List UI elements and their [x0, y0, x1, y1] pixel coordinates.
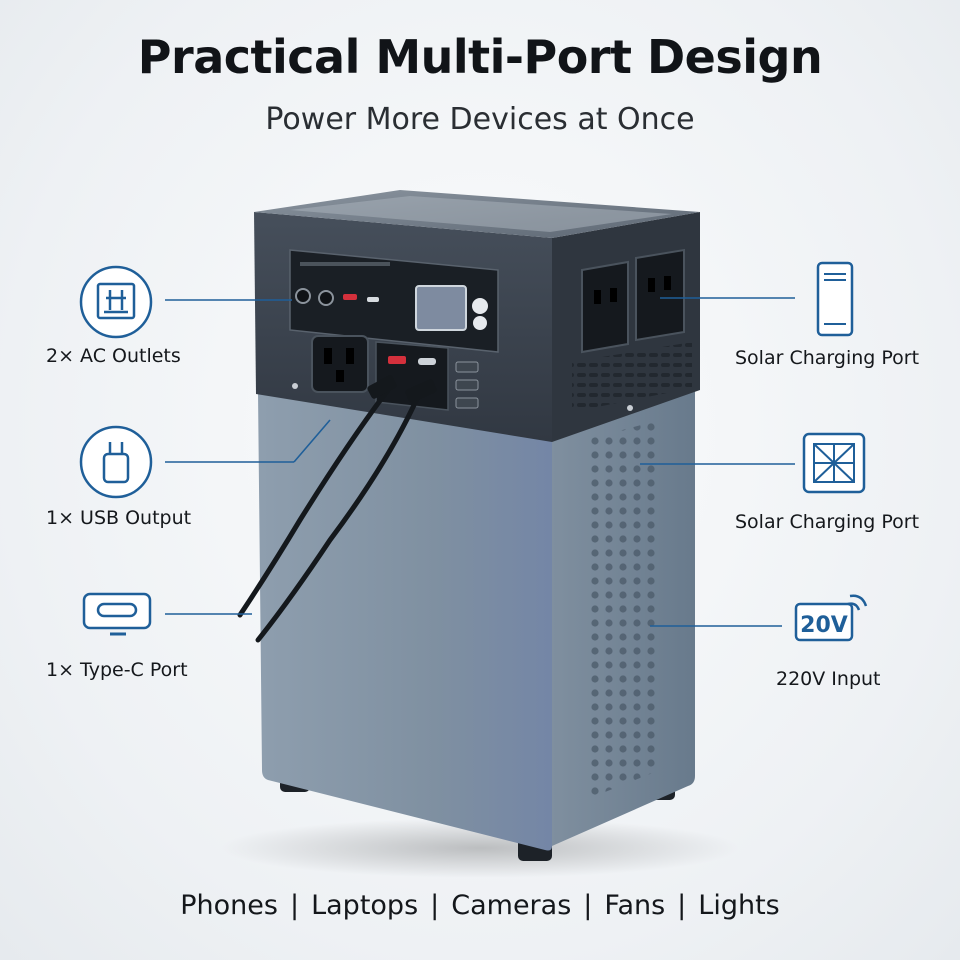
- device-laptops: Laptops: [311, 890, 419, 921]
- page-title: Practical Multi-Port Design: [137, 30, 823, 84]
- voltage-icon-text: 20V: [800, 613, 848, 638]
- feature-label-type-c: 1× Type-C Port: [46, 659, 188, 681]
- device-list: Phones | Laptops | Cameras | Fans | Lights: [0, 890, 960, 921]
- cable-usb: [237, 387, 391, 618]
- device-lights: Lights: [698, 890, 780, 921]
- side-ac-outlet-1[interactable]: [581, 260, 629, 354]
- screw: [292, 383, 298, 389]
- mode-button[interactable]: [473, 316, 487, 330]
- feature-label-220v-input: 220V Input: [776, 668, 881, 690]
- solar-panel-icon: [802, 432, 866, 494]
- front-ac-outlet[interactable]: [311, 335, 369, 393]
- side-grille: [572, 342, 692, 412]
- phone-panel-icon: [816, 261, 854, 337]
- side-ac-outlet-2[interactable]: [635, 248, 685, 342]
- separator: |: [583, 890, 593, 921]
- side-outlet-slot: [664, 276, 671, 290]
- device-fans: Fans: [604, 890, 666, 921]
- outlet-slot-left: [324, 348, 332, 364]
- usb-a-red-front[interactable]: [388, 356, 406, 364]
- feature-label-solar-1: Solar Charging Port: [735, 347, 920, 369]
- side-vent: [585, 420, 660, 800]
- outlet-slot-right: [346, 348, 354, 364]
- lcd-screen: [415, 285, 467, 331]
- dc-port-1[interactable]: [295, 288, 311, 304]
- device-cameras: Cameras: [451, 890, 572, 921]
- separator: |: [677, 890, 687, 921]
- usb-a-right-2[interactable]: [455, 379, 479, 391]
- power-button[interactable]: [472, 298, 488, 314]
- callout-lines: [165, 297, 795, 627]
- outlet-ground: [336, 370, 344, 382]
- voltage-220v-icon: 20V: [794, 594, 868, 642]
- type-c-icon: [82, 592, 152, 636]
- dc-port-2[interactable]: [318, 290, 334, 306]
- plug-type-c: [405, 379, 437, 403]
- screw-side: [627, 405, 633, 411]
- usb-plug-icon: [79, 425, 153, 499]
- plug-usb: [367, 375, 397, 399]
- side-outlet-slot: [594, 290, 601, 304]
- page-subtitle: Power More Devices at Once: [265, 102, 695, 137]
- device-phones: Phones: [180, 890, 278, 921]
- separator: |: [430, 890, 440, 921]
- feature-label-solar-2: Solar Charging Port: [735, 511, 920, 533]
- feature-label-ac-outlets: 2× AC Outlets: [46, 345, 181, 367]
- separator: |: [289, 890, 300, 921]
- usb-c-front[interactable]: [418, 358, 436, 365]
- usb-a-right-1[interactable]: [455, 361, 479, 373]
- body-front: [258, 392, 552, 851]
- usb-c-port-top[interactable]: [367, 297, 379, 302]
- lid-highlight: [290, 196, 672, 232]
- panel-indicators: [300, 262, 390, 266]
- ac-outlet-icon: [79, 265, 153, 339]
- floor-shadow: [220, 818, 740, 878]
- side-outlet-slot: [648, 278, 655, 292]
- cable-type-c: [255, 389, 423, 643]
- side-outlet-slot: [610, 288, 617, 302]
- usb-a-red-port[interactable]: [343, 294, 357, 300]
- feature-label-usb-output: 1× USB Output: [46, 507, 192, 529]
- usb-a-right-3[interactable]: [455, 397, 479, 409]
